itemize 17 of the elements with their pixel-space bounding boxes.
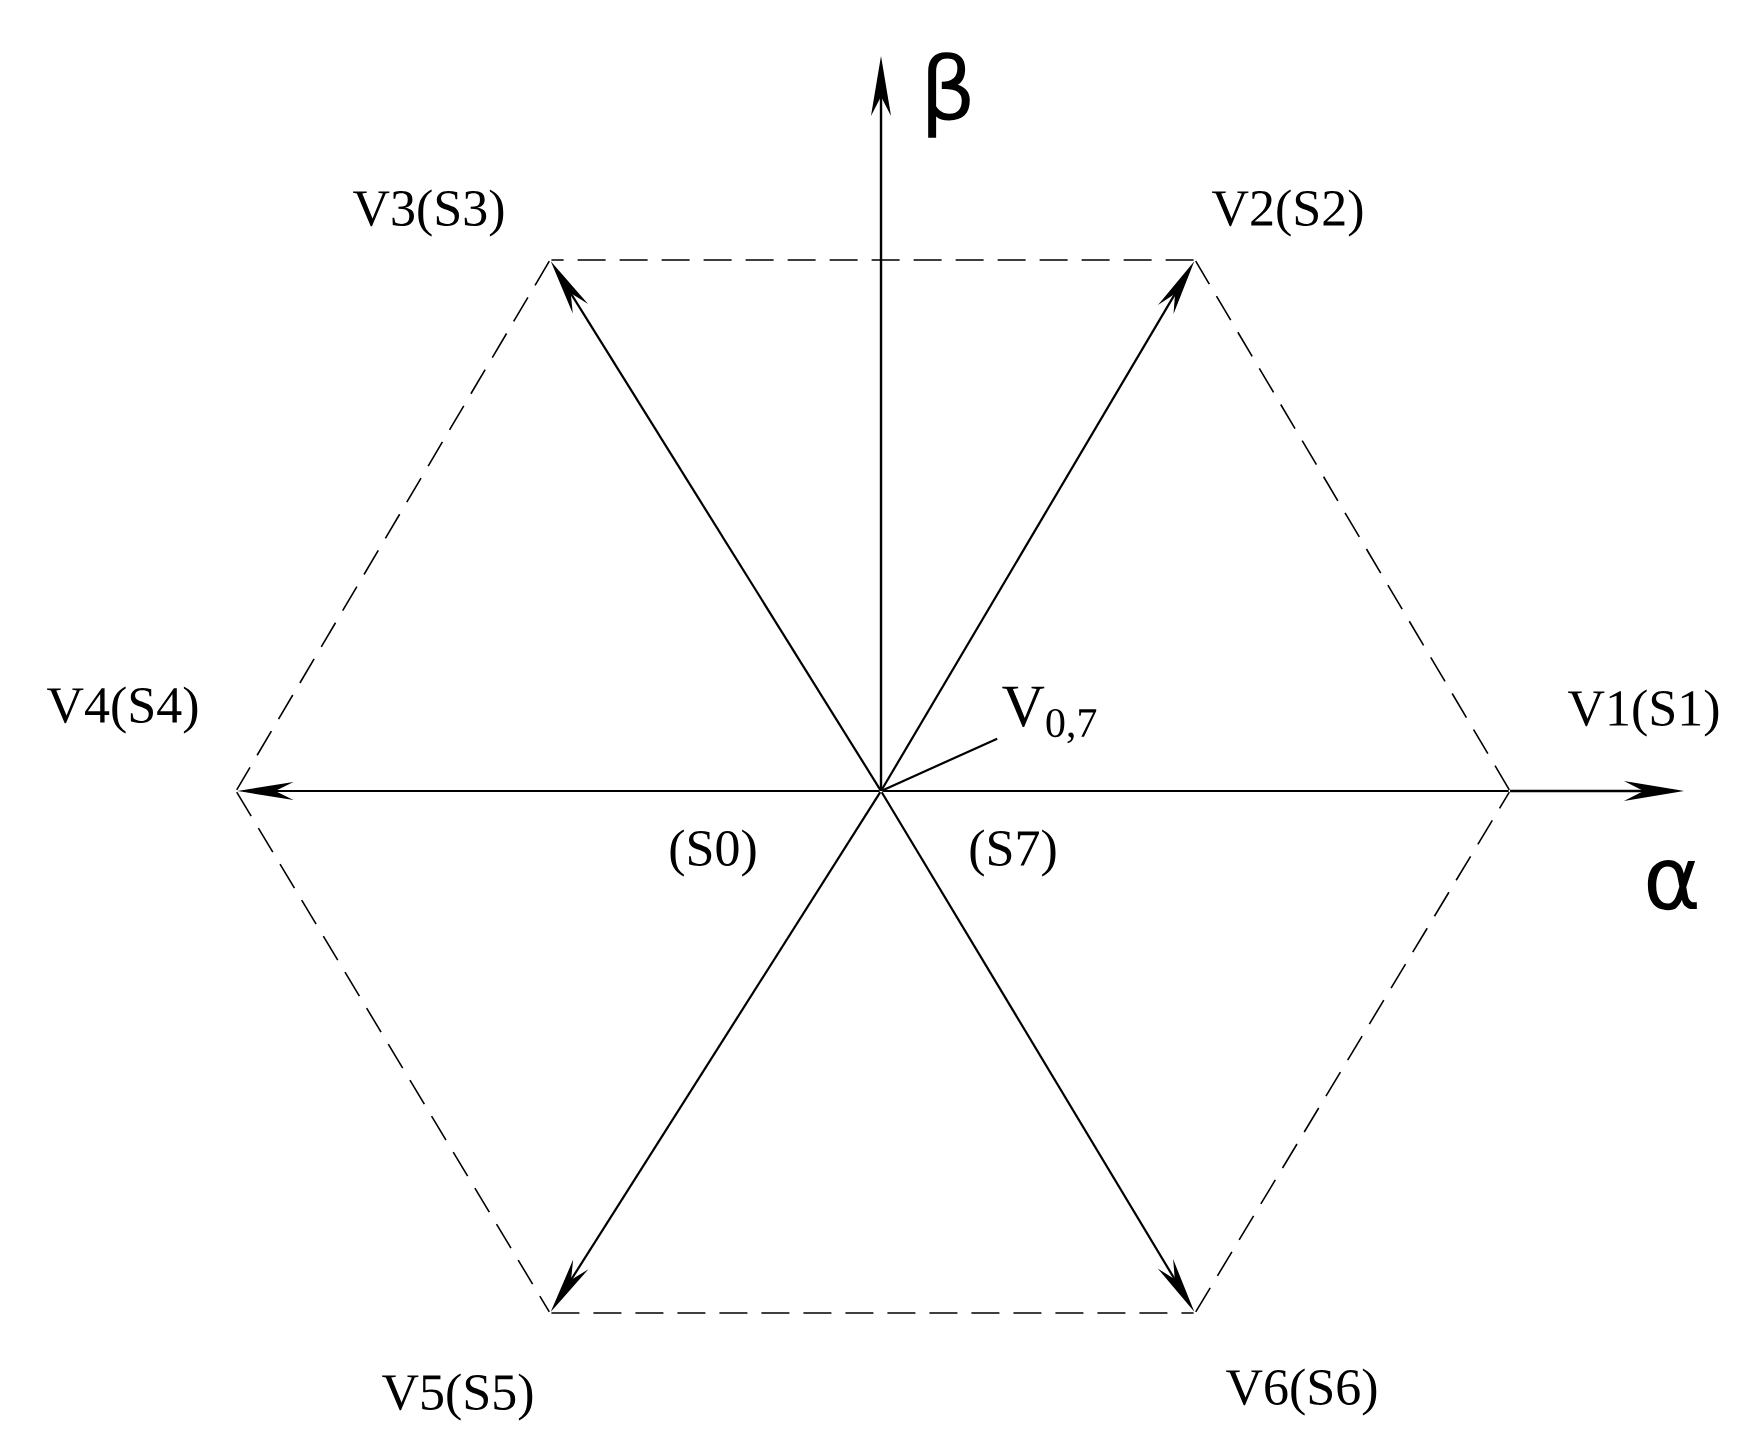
hexagon-edge	[550, 259, 1195, 261]
hexagon-edge	[1194, 260, 1511, 791]
hexagon-edge	[235, 791, 551, 1313]
vertex-label: V4(S4)	[47, 686, 198, 734]
vector-label: V$_{0,7}$	[1002, 686, 1097, 744]
hexagon-edge	[1194, 791, 1511, 1313]
hexagon-edge	[550, 1312, 1195, 1314]
vertex-label: V5(S5)	[382, 1373, 533, 1421]
vertex-label: V3(S3)	[353, 189, 504, 237]
vertex-label: V6(S6)	[1226, 1368, 1377, 1416]
axis-label: β	[928, 52, 970, 138]
hexagon-edge	[235, 260, 551, 791]
axis-label: α	[1647, 859, 1697, 911]
vertex-label: (S0) (S7)	[670, 829, 1056, 877]
vertex-label: V2(S2)	[1212, 189, 1363, 237]
leader-line	[881, 737, 998, 792]
vertex-label: V1(S1)	[1568, 689, 1719, 737]
